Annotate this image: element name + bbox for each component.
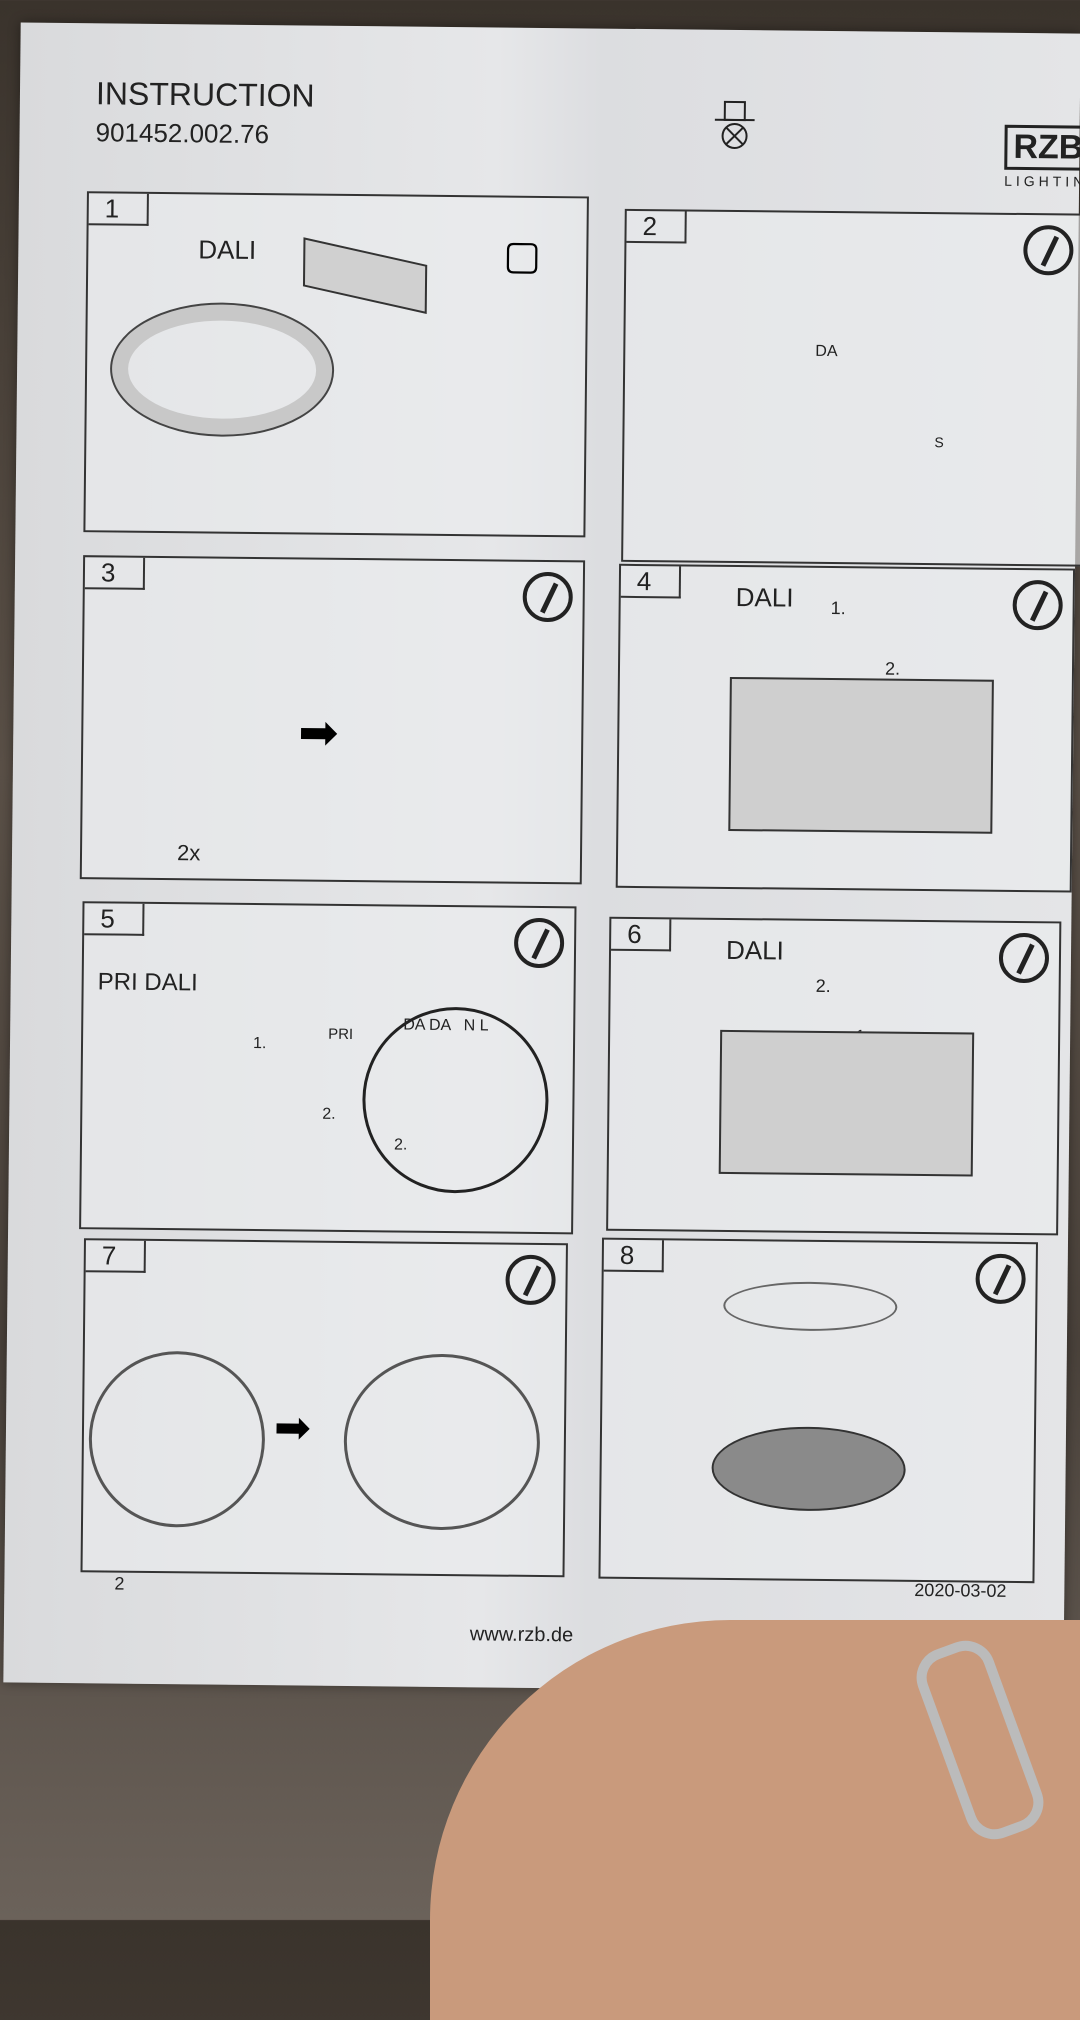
step-number: 7 <box>86 1240 146 1273</box>
downlight-back-drawing <box>343 1353 541 1531</box>
sheet-title: INSTRUCTION <box>96 75 315 114</box>
step-3-panel: 3 2x ➡ <box>80 555 585 884</box>
step-number: 8 <box>604 1240 664 1273</box>
step-number: 2 <box>626 211 686 244</box>
step-8-panel: 8 <box>598 1238 1038 1584</box>
step-1-panel: 1 DALI ▢ <box>83 191 589 537</box>
website: www.rzb.de <box>470 1623 574 1647</box>
step-2-panel: 2 DA S <box>621 209 1080 567</box>
page-number: 2 <box>114 1574 124 1595</box>
step-number: 1 <box>89 193 149 226</box>
driver-box-drawing <box>719 1030 974 1177</box>
downlight-ring-drawing <box>111 303 332 435</box>
step-6-panel: 6 DALI 2. 1. <box>606 917 1061 1236</box>
substep-2: 2. <box>816 976 831 997</box>
substep-2: 2. <box>322 1106 336 1124</box>
brand-logo: RZB <box>1004 125 1080 171</box>
warning-icon <box>514 918 565 969</box>
warning-icon <box>505 1255 556 1306</box>
substep-2b: 2. <box>394 1136 408 1154</box>
substep-2: 2. <box>885 659 900 680</box>
step-label: DALI <box>726 935 784 967</box>
substep-1: 1. <box>253 1035 267 1053</box>
warning-icon <box>999 933 1050 984</box>
step-number: 3 <box>85 557 145 590</box>
date: 2020-03-02 <box>914 1580 1006 1602</box>
downlight-back-drawing <box>88 1350 266 1528</box>
driver-box-drawing <box>728 677 994 834</box>
driver-box-drawing <box>303 237 427 314</box>
warning-icon <box>1012 580 1063 631</box>
product-code: 901452.002.76 <box>95 117 269 150</box>
box-icon: ▢ <box>503 233 541 279</box>
substep-1: 1. <box>831 598 846 619</box>
warning-icon <box>975 1254 1026 1305</box>
warning-icon <box>522 572 573 623</box>
tool-label: S <box>934 434 944 450</box>
quantity-label: 2x <box>177 840 201 866</box>
step-4-panel: 4 DALI 1. 2. <box>616 564 1075 893</box>
cutout-label: DA <box>815 343 837 361</box>
brand-sub: LIGHTING <box>1004 173 1080 190</box>
ceiling-mount-icon <box>714 100 755 160</box>
step-7-panel: 7 ➡ <box>80 1238 567 1577</box>
step-number: 5 <box>84 903 144 936</box>
step-5-panel: 5 PRI DALI 1. PRI 2. DA DA N L 2. <box>79 901 576 1234</box>
terminal-labels: DA DA N L <box>403 1017 489 1036</box>
step-label: DALI <box>198 234 256 266</box>
step-label: DALI <box>736 582 794 614</box>
step-number: 4 <box>621 566 681 599</box>
instruction-sheet: INSTRUCTION 901452.002.76 RZB LIGHTING 1… <box>3 22 1080 1693</box>
arrow-right-icon: ➡ <box>298 704 339 760</box>
step-number: 6 <box>611 919 671 952</box>
downlight-drawing <box>711 1426 906 1512</box>
ceiling-cutout-drawing <box>723 1281 898 1332</box>
warning-icon <box>1023 225 1074 276</box>
pri-label: PRI <box>328 1026 353 1043</box>
step-label: PRI DALI <box>98 968 198 997</box>
arrow-right-icon: ➡ <box>274 1402 311 1453</box>
